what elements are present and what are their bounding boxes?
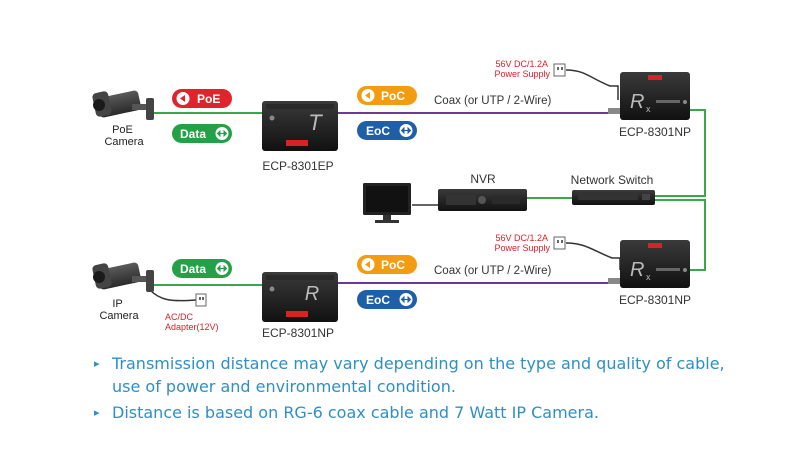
eoc-badge-top: EoC [357,121,417,140]
eoc-badge-bottom: EoC [357,290,417,309]
svg-text:x: x [646,104,651,114]
eoc-badge-top-label: EoC [366,124,390,138]
rx-device-bottom: R x [608,240,690,288]
coax-label-bottom: Coax (or UTP / 2-Wire) [434,265,552,277]
svg-text:R: R [630,259,644,281]
poe-camera-icon [92,90,154,120]
data-badge-bottom-label: Data [180,262,206,276]
eoc-badge-bottom-label: EoC [366,293,390,307]
adapter-label: AC/DC Adapter(12V) [165,312,219,332]
poc-badge-bottom: PoC [357,255,417,274]
connection-diagram: PoE Camera PoE Data T ECP-8301EP PoC EoC [92,59,706,340]
monitor-icon [363,183,411,223]
ip-camera-icon [92,262,154,292]
ip-camera-label: IP Camera [99,298,139,322]
svg-text:T: T [308,110,323,135]
network-cable-top-rx [655,109,706,197]
poe-badge-label: PoE [197,92,220,106]
adapter-cable [149,289,197,302]
svg-text:R: R [305,283,319,305]
power-plug-top-icon [553,63,566,77]
power-cable-top [565,69,619,100]
nvr-icon [438,189,527,211]
tx-device-bottom-label: ECP-8301NP [262,326,334,340]
poc-badge-top: PoC [357,86,417,105]
tx-device-top-label: ECP-8301EP [262,159,333,173]
adapter-plug-icon [195,293,207,307]
rx-device-top: R x [608,72,690,120]
power-supply-bottom-label: 56V DC/1.2A Power Supply [494,233,550,253]
network-cable-bottom-rx [655,199,706,271]
rx-device-bottom-label: ECP-8301NP [619,293,691,307]
power-cable-bottom [565,242,621,270]
network-switch-icon [572,190,655,205]
note-text: Distance is based on RG-6 coax cable and… [112,403,599,422]
tx-device-bottom: R [262,272,338,322]
svg-text:x: x [646,272,651,282]
network-switch-label: Network Switch [571,173,654,187]
note-text: Transmission distance may vary depending… [112,354,725,396]
note-item: ▸ Distance is based on RG-6 coax cable a… [90,401,780,424]
rx-device-top-label: ECP-8301NP [619,125,691,139]
coax-label-top: Coax (or UTP / 2-Wire) [434,95,552,107]
notes-list: ▸ Transmission distance may vary dependi… [90,352,780,427]
poe-badge: PoE [172,89,232,108]
data-badge-bottom: Data [172,259,232,278]
data-badge-top: Data [172,124,232,143]
note-item: ▸ Transmission distance may vary dependi… [90,352,780,398]
poc-badge-bottom-label: PoC [381,258,405,272]
poc-badge-top-label: PoC [381,89,405,103]
data-badge-top-label: Data [180,127,206,141]
power-plug-bottom-icon [553,236,566,250]
power-supply-top-label: 56V DC/1.2A Power Supply [494,59,550,79]
bullet-icon: ▸ [94,357,100,370]
tx-device-top: T [262,101,338,151]
bullet-icon: ▸ [94,406,100,419]
nvr-label: NVR [470,172,496,186]
svg-text:R: R [630,91,644,113]
poe-camera-label: PoE Camera [104,124,144,148]
